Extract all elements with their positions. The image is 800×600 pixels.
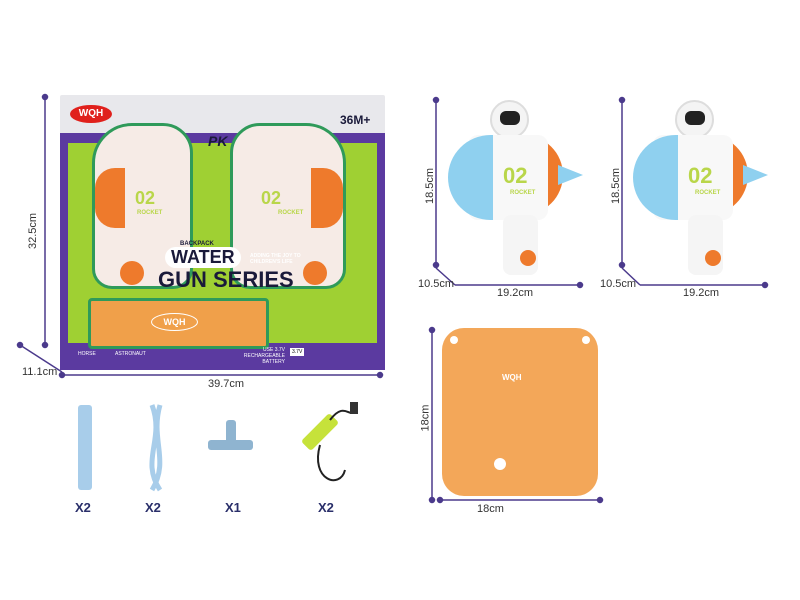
pk-logo: PK — [208, 133, 228, 149]
box-title-water: WATER — [165, 247, 241, 268]
tube-qty: X2 — [145, 500, 161, 515]
box-backpack-label: BACKPACK — [180, 241, 214, 247]
gun2-depth-label: 10.5cm — [600, 278, 637, 290]
gun-number-label: 02 — [503, 163, 528, 188]
bag-height-label: 18cm — [419, 404, 432, 432]
strap-qty: X2 — [75, 500, 91, 515]
box-footer-horse: HORSE — [78, 351, 96, 357]
gun-number-label: 02 — [688, 163, 713, 188]
strap-image — [78, 405, 92, 490]
product-box: WQH 36M+ PK 02 ROCKET 02 ROCKET BACKPACK… — [60, 95, 385, 370]
gun2-width-label: 19.2cm — [683, 287, 720, 299]
gun2-height-label: 18.5cm — [610, 167, 623, 205]
gun-rocket-label: ROCKET — [278, 210, 304, 216]
gun-number-label: 02 — [135, 188, 156, 208]
box-title-series: GUN SERIES — [158, 267, 294, 292]
water-gun-2: 02 ROCKET — [633, 95, 768, 275]
gun-rocket-label: ROCKET — [137, 210, 163, 216]
brand-logo: WQH — [70, 105, 112, 123]
gun-number-label: 02 — [261, 188, 282, 208]
gun-in-box-right: 02 ROCKET — [230, 123, 346, 289]
water-gun-1: 02 ROCKET — [448, 95, 583, 275]
t-connector-qty: X1 — [225, 500, 241, 515]
water-bag: WQH — [442, 328, 598, 496]
box-bag-window: WQH — [88, 298, 269, 349]
gun-rocket-label: ROCKET — [510, 190, 536, 196]
battery-qty: X2 — [318, 500, 334, 515]
box-bag-logo: WQH — [151, 313, 198, 331]
box-battery-note: USE 3.7V RECHARGEABLE BATTERY — [243, 347, 285, 365]
t-connector-stem — [226, 420, 236, 450]
gun1-height-label: 18.5cm — [424, 167, 437, 205]
box-footer-astronaut: ASTRONAUT — [115, 351, 146, 357]
box-battery-badge: 3.7V — [290, 348, 305, 356]
gun1-depth-label: 10.5cm — [418, 278, 455, 290]
box-width-label: 39.7cm — [208, 378, 245, 390]
bag-brand-logo: WQH — [502, 373, 522, 382]
gun-rocket-label: ROCKET — [695, 190, 721, 196]
age-label: 36M+ — [340, 113, 371, 127]
box-slogan: ADDING THE JOY TO CHILDREN'S LIFE — [250, 253, 301, 265]
gun1-width-label: 19.2cm — [497, 287, 534, 299]
box-depth-label: 11.1cm — [22, 366, 58, 378]
bag-width-label: 18cm — [477, 503, 504, 515]
